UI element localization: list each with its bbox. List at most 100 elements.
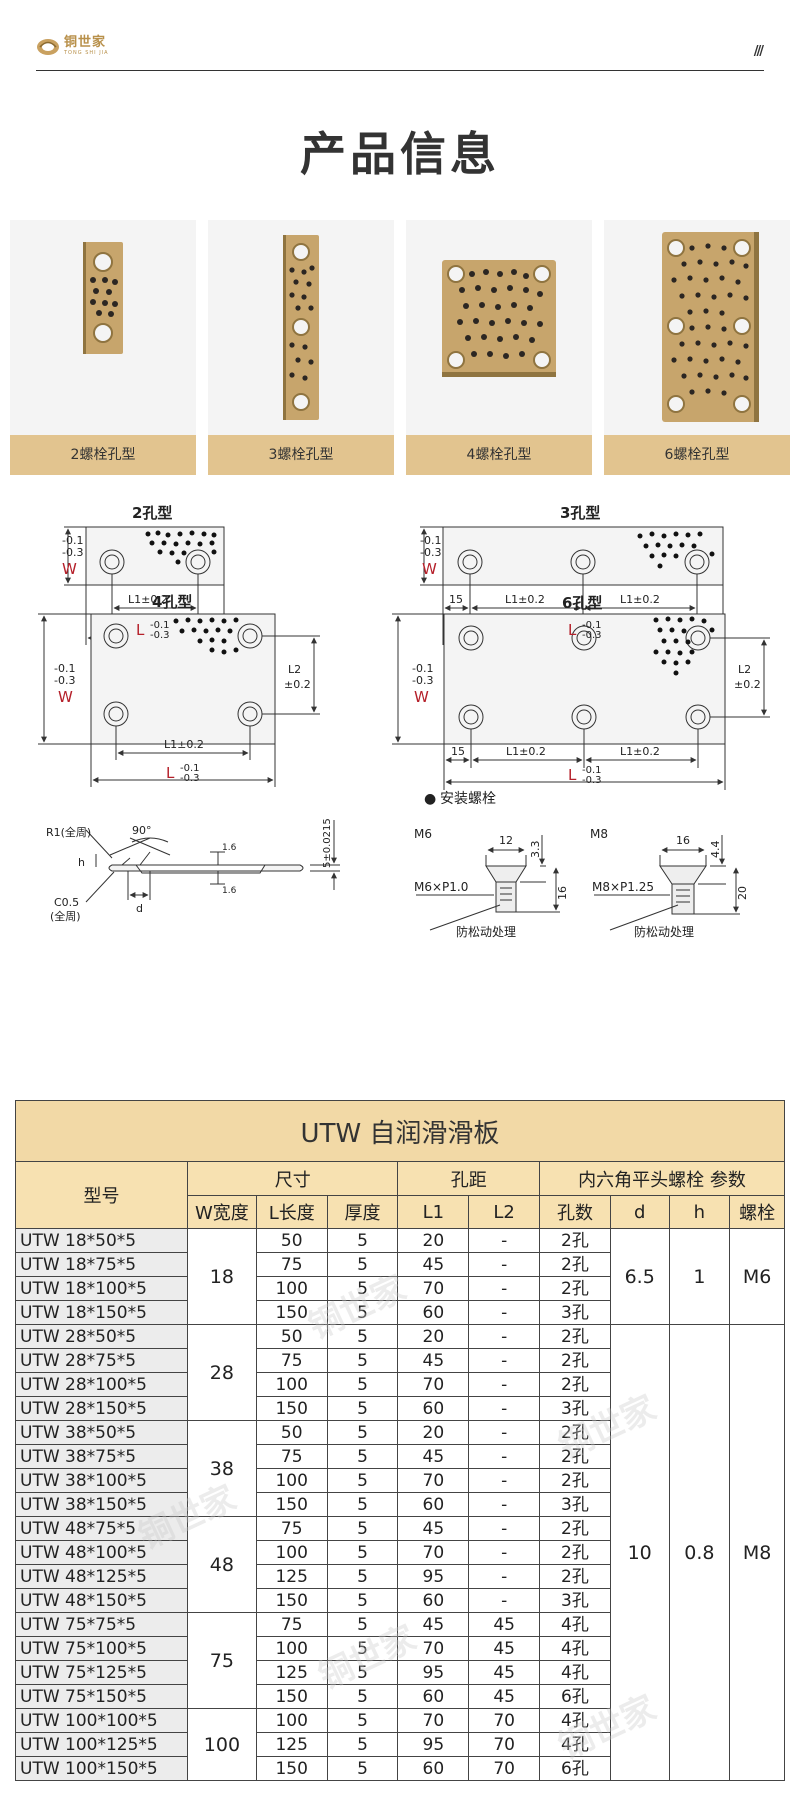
bolt-m8-thread: M8×P1.25	[592, 880, 654, 894]
cell-l2: 45	[468, 1684, 541, 1709]
spec-table-wrap: UTW 自润滑滑板 型号 尺寸 孔距 内六角平头螺栓 参数 W宽度 L长度 厚度…	[15, 1100, 785, 1781]
cell-length: 75	[255, 1612, 328, 1637]
tol-l-lower: -0.3	[150, 630, 170, 641]
cell-l2: 70	[468, 1756, 541, 1781]
cell-l1: 60	[397, 1684, 470, 1709]
label-chamfer-sub: (全周)	[50, 909, 81, 923]
cell-length: 100	[255, 1276, 328, 1301]
tol-l-upper: -0.1	[582, 620, 602, 631]
cell-length: 150	[255, 1396, 328, 1421]
bolt-m8-note: 防松动处理	[634, 924, 694, 939]
cell-model: UTW 75*125*5	[15, 1660, 188, 1685]
cell-l1: 45	[397, 1348, 470, 1373]
cell-thickness: 5	[326, 1564, 399, 1589]
cell-l2: -	[468, 1324, 541, 1349]
cell-l2: 45	[468, 1612, 541, 1637]
tol-l-lower: -0.3	[582, 775, 602, 786]
cell-l2: -	[468, 1396, 541, 1421]
cell-l2: -	[468, 1228, 541, 1253]
cell-l2: 45	[468, 1636, 541, 1661]
tol-w-lower: -0.3	[420, 546, 441, 559]
bolt-m6-thread: M6×P1.0	[414, 880, 468, 894]
bolt-m8-width: 16	[676, 834, 690, 847]
cell-length: 75	[255, 1252, 328, 1277]
cell-thickness: 5	[326, 1252, 399, 1277]
col-l2: L2	[468, 1195, 541, 1229]
cell-l1: 20	[397, 1228, 470, 1253]
menu-icon[interactable]: ///	[753, 44, 764, 59]
cell-l2: -	[468, 1276, 541, 1301]
spec-table: UTW 自润滑滑板 型号 尺寸 孔距 内六角平头螺栓 参数 W宽度 L长度 厚度…	[15, 1100, 785, 1781]
cell-thickness: 5	[326, 1756, 399, 1781]
cell-l2: -	[468, 1348, 541, 1373]
cell-l2: 70	[468, 1708, 541, 1733]
cell-holes: 2孔	[539, 1228, 611, 1253]
cell-length: 50	[255, 1228, 328, 1253]
bolt-m8-length: 20	[736, 886, 749, 900]
page-header: 铜世家 TONG SHI JIA ///	[0, 0, 800, 80]
cell-holes: 2孔	[539, 1372, 611, 1397]
tol-l-upper: -0.1	[582, 765, 602, 776]
product-card-6-hole[interactable]: 6螺栓孔型	[604, 220, 790, 475]
label-l: L	[568, 766, 577, 784]
cell-l1: 60	[397, 1492, 470, 1517]
product-card-3-hole[interactable]: 3螺栓孔型	[208, 220, 394, 475]
cell-l1: 20	[397, 1420, 470, 1445]
tol-w-upper: -0.1	[62, 534, 83, 547]
product-card-2-hole[interactable]: 2螺栓孔型	[10, 220, 196, 475]
cell-holes: 6孔	[539, 1756, 611, 1781]
col-length: L长度	[255, 1195, 328, 1229]
tol-w-upper: -0.1	[420, 534, 441, 547]
cell-holes: 3孔	[539, 1492, 611, 1517]
cell-l1: 70	[397, 1636, 470, 1661]
cell-model: UTW 75*100*5	[15, 1636, 188, 1661]
bolt-m6-head: 3.3	[529, 841, 542, 859]
label-d: d	[136, 902, 143, 915]
cell-holes: 3孔	[539, 1396, 611, 1421]
cell-holes: 4孔	[539, 1708, 611, 1733]
tol-w-lower: -0.3	[54, 674, 75, 687]
product-card-4-hole[interactable]: 4螺栓孔型	[406, 220, 592, 475]
cell-bolt: M8	[729, 1324, 785, 1781]
cell-holes: 4孔	[539, 1732, 611, 1757]
brand-logo[interactable]: 铜世家 TONG SHI JIA	[36, 36, 109, 56]
tol-l-lower: -0.3	[180, 773, 200, 784]
cell-model: UTW 18*75*5	[15, 1252, 188, 1277]
cell-length: 150	[255, 1300, 328, 1325]
cell-length: 125	[255, 1732, 328, 1757]
tol-w-upper: -0.1	[412, 662, 433, 675]
label-r1: R1(全周)	[46, 825, 91, 839]
label-angle: 90°	[132, 824, 152, 837]
cell-model: UTW 38*100*5	[15, 1468, 188, 1493]
col-size-group: 尺寸	[186, 1161, 399, 1196]
cell-model: UTW 75*75*5	[15, 1612, 188, 1637]
cell-l1: 45	[397, 1516, 470, 1541]
cell-width: 18	[187, 1228, 257, 1325]
cell-l1: 45	[397, 1612, 470, 1637]
label-w: W	[414, 688, 429, 706]
cell-model: UTW 28*75*5	[15, 1348, 188, 1373]
brand-name-cn: 铜世家	[64, 35, 107, 50]
cell-model: UTW 28*50*5	[15, 1324, 188, 1349]
label-l1: L1±0.2	[620, 593, 660, 606]
cell-model: UTW 28*150*5	[15, 1396, 188, 1421]
cell-model: UTW 48*125*5	[15, 1564, 188, 1589]
cell-l1: 70	[397, 1708, 470, 1733]
table-title: UTW 自润滑滑板	[15, 1100, 785, 1162]
cell-thickness: 5	[326, 1468, 399, 1493]
cell-holes: 4孔	[539, 1660, 611, 1685]
cell-l2: -	[468, 1444, 541, 1469]
product-image-6-hole	[604, 220, 790, 432]
label-l2: L2	[738, 663, 751, 676]
cell-l2: -	[468, 1540, 541, 1565]
